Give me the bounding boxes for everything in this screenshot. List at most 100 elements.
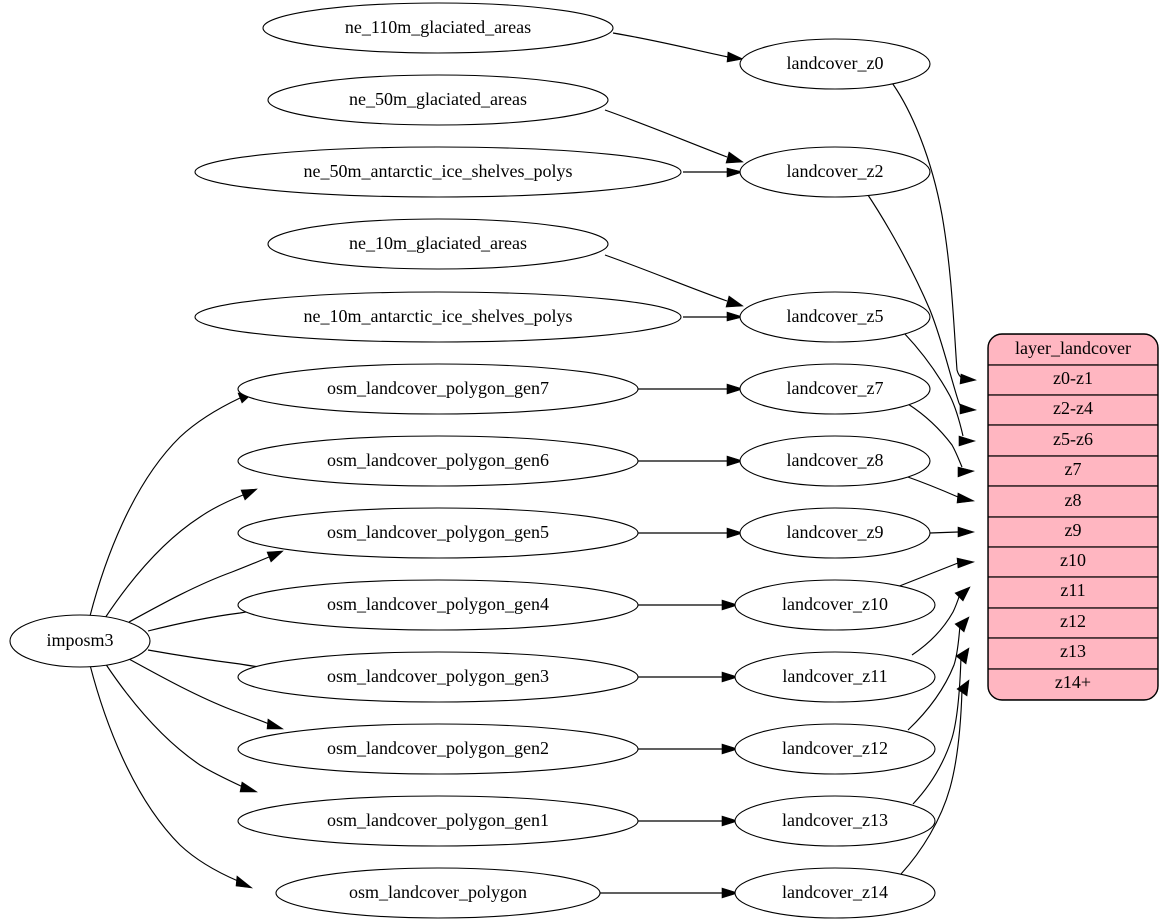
imposm3-ellipse[interactable]: [9, 614, 151, 668]
edge-imposm3-to-gen6: [104, 488, 258, 619]
edge-z7-to-row-z7: [907, 403, 976, 478]
node-osm-landcover-polygon-gen6[interactable]: osm_landcover_polygon_gen6: [237, 435, 639, 487]
layer-table-outline: [987, 333, 1159, 701]
edge-gen2-to-z12: [638, 743, 740, 755]
osm-landcover-polygon-gen3-ellipse[interactable]: [237, 651, 639, 703]
ne-110m-glaciated-areas-ellipse[interactable]: [262, 2, 614, 54]
landcover-z2-ellipse[interactable]: [739, 146, 931, 198]
landcover-z5-ellipse[interactable]: [739, 291, 931, 343]
edge-z12-to-row-z12: [907, 616, 970, 731]
landcover-z0-ellipse[interactable]: [739, 38, 931, 90]
node-landcover-z12[interactable]: landcover_z12: [734, 723, 936, 775]
edge-imposm3-to-polygon: [89, 664, 254, 889]
layer-table-row-label-z7: z7: [1065, 459, 1082, 479]
layer-table-row-label-z2z4: z2-z4: [1053, 398, 1093, 418]
ne-10m-antarctic-ice-shelves-polys-ellipse[interactable]: [194, 291, 682, 343]
osm-landcover-polygon-gen5-label: osm_landcover_polygon_gen5: [327, 522, 549, 542]
node-imposm3[interactable]: imposm3: [9, 614, 151, 668]
landcover-z0-label: landcover_z0: [787, 53, 884, 73]
node-landcover-z7[interactable]: landcover_z7: [739, 363, 931, 415]
landcover-z8-label: landcover_z8: [787, 450, 884, 470]
osm-landcover-polygon-gen1-ellipse[interactable]: [237, 795, 639, 847]
node-landcover-z2[interactable]: landcover_z2: [739, 146, 931, 198]
landcover-z12-label: landcover_z12: [782, 738, 888, 758]
layer-table-row-label-z5z6: z5-z6: [1053, 429, 1093, 449]
landcover-z7-label: landcover_z7: [787, 378, 884, 398]
edge-z5-to-row-z5z6: [903, 332, 977, 447]
landcover-z11-label: landcover_z11: [782, 666, 887, 686]
edge-gen7-to-z7: [638, 383, 745, 395]
node-layer-landcover-table[interactable]: layer_landcover z0-z1 z2-z4 z5-z6 z7 z8 …: [987, 333, 1159, 701]
osm-landcover-polygon-gen6-label: osm_landcover_polygon_gen6: [327, 450, 549, 470]
osm-landcover-polygon-gen6-ellipse[interactable]: [237, 435, 639, 487]
layer-table-row-cell[interactable]: [988, 424, 1158, 457]
landcover-z8-ellipse[interactable]: [739, 435, 931, 487]
node-osm-landcover-polygon-gen5[interactable]: osm_landcover_polygon_gen5: [237, 507, 639, 559]
layer-table-row-cell[interactable]: [988, 668, 1158, 700]
edge-z11-to-row-z11: [911, 586, 971, 656]
node-osm-landcover-polygon[interactable]: osm_landcover_polygon: [275, 867, 601, 919]
node-landcover-z5[interactable]: landcover_z5: [739, 291, 931, 343]
osm-landcover-polygon-gen1-label: osm_landcover_polygon_gen1: [327, 810, 549, 830]
node-landcover-z10[interactable]: landcover_z10: [734, 579, 936, 631]
ne-50m-glaciated-areas-ellipse[interactable]: [267, 74, 609, 126]
edge-ne110m-to-z0: [612, 32, 744, 63]
node-ne-10m-glaciated-areas[interactable]: ne_10m_glaciated_areas: [267, 218, 609, 270]
landcover-z5-label: landcover_z5: [787, 306, 884, 326]
node-landcover-z0[interactable]: landcover_z0: [739, 38, 931, 90]
landcover-z14-label: landcover_z14: [782, 882, 888, 902]
edge-ne10m-antarctic-to-z5: [683, 311, 745, 322]
landcover-z10-ellipse[interactable]: [734, 579, 936, 631]
layer-table-row-label-z10: z10: [1060, 550, 1086, 570]
edge-z14-to-row-z14plus: [900, 679, 970, 875]
ne-50m-antarctic-ice-shelves-polys-ellipse[interactable]: [194, 146, 682, 198]
node-ne-50m-glaciated-areas[interactable]: ne_50m_glaciated_areas: [267, 74, 609, 126]
edge-gen3-to-z11: [638, 671, 740, 683]
ne-10m-glaciated-areas-label: ne_10m_glaciated_areas: [349, 233, 527, 253]
node-osm-landcover-polygon-gen7[interactable]: osm_landcover_polygon_gen7: [237, 363, 639, 415]
node-ne-50m-antarctic-ice-shelves-polys[interactable]: ne_50m_antarctic_ice_shelves_polys: [194, 146, 682, 198]
landcover-z9-ellipse[interactable]: [739, 507, 931, 559]
edge-z13-to-row-z13: [912, 647, 970, 805]
osm-landcover-polygon-gen7-ellipse[interactable]: [237, 363, 639, 415]
edge-z8-to-row-z8: [904, 475, 976, 504]
ne-50m-glaciated-areas-label: ne_50m_glaciated_areas: [349, 89, 527, 109]
node-osm-landcover-polygon-gen3[interactable]: osm_landcover_polygon_gen3: [237, 651, 639, 703]
node-osm-landcover-polygon-gen1[interactable]: osm_landcover_polygon_gen1: [237, 795, 639, 847]
edge-ne50m-glaciated-to-z2: [604, 109, 744, 164]
node-osm-landcover-polygon-gen2[interactable]: osm_landcover_polygon_gen2: [237, 723, 639, 775]
node-landcover-z14[interactable]: landcover_z14: [734, 867, 936, 919]
layer-table-row-label-z11: z11: [1060, 580, 1085, 600]
node-ne-10m-antarctic-ice-shelves-polys[interactable]: ne_10m_antarctic_ice_shelves_polys: [194, 291, 682, 343]
node-landcover-z13[interactable]: landcover_z13: [734, 795, 936, 847]
node-osm-landcover-polygon-gen4[interactable]: osm_landcover_polygon_gen4: [237, 579, 639, 631]
ne-50m-antarctic-ice-shelves-polys-label: ne_50m_antarctic_ice_shelves_polys: [304, 161, 573, 181]
node-landcover-z9[interactable]: landcover_z9: [739, 507, 931, 559]
osm-landcover-polygon-gen7-label: osm_landcover_polygon_gen7: [327, 378, 549, 398]
osm-landcover-polygon-gen2-ellipse[interactable]: [237, 723, 639, 775]
landcover-z12-ellipse[interactable]: [734, 723, 936, 775]
landcover-z9-label: landcover_z9: [787, 522, 884, 542]
osm-landcover-polygon-gen4-ellipse[interactable]: [237, 579, 639, 631]
layer-table-row-label-z8: z8: [1065, 490, 1082, 510]
landcover-z14-ellipse[interactable]: [734, 867, 936, 919]
osm-landcover-polygon-gen3-label: osm_landcover_polygon_gen3: [327, 666, 549, 686]
edge-z9-to-row-z9: [929, 526, 976, 538]
landcover-z7-ellipse[interactable]: [739, 363, 931, 415]
landcover-z13-ellipse[interactable]: [734, 795, 936, 847]
ne-10m-glaciated-areas-ellipse[interactable]: [267, 218, 609, 270]
node-ne-110m-glaciated-areas[interactable]: ne_110m_glaciated_areas: [262, 2, 614, 54]
node-landcover-z11[interactable]: landcover_z11: [734, 651, 936, 703]
node-landcover-z8[interactable]: landcover_z8: [739, 435, 931, 487]
landcover-z13-label: landcover_z13: [782, 810, 888, 830]
edge-ne50m-antarctic-to-z2: [683, 167, 745, 178]
layer-table-row-cell[interactable]: [988, 607, 1158, 639]
landcover-z11-ellipse[interactable]: [734, 651, 936, 703]
layer-table-row-cell[interactable]: [988, 364, 1158, 396]
layer-table-row-label-z0z1: z0-z1: [1053, 368, 1093, 388]
osm-landcover-polygon-ellipse[interactable]: [275, 867, 601, 919]
layer-table-row-label-z9: z9: [1065, 520, 1082, 540]
layer-table-row-label-z13: z13: [1060, 641, 1086, 661]
osm-landcover-polygon-gen5-ellipse[interactable]: [237, 507, 639, 559]
edge-group-views-to-layer-table: [865, 79, 978, 875]
